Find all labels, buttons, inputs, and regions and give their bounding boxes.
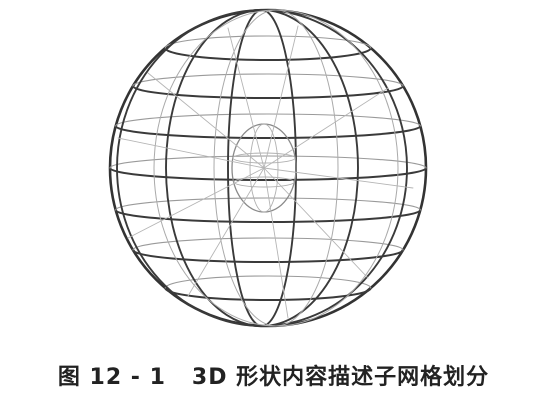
- radial-spoke: [117, 137, 265, 169]
- figure-caption: 图 12 - 1 3D 形状内容描述子网格划分: [0, 355, 547, 395]
- inner-sphere-latitude: [233, 176, 295, 188]
- radial-spoke: [263, 167, 369, 279]
- latitude-line: [131, 85, 405, 99]
- radial-spoke: [227, 27, 265, 169]
- radial-spoke: [187, 167, 265, 297]
- radial-spoke: [263, 167, 414, 189]
- wireframe-sphere: [108, 8, 428, 328]
- radial-spoke: [263, 25, 299, 169]
- radial-spoke: [263, 87, 389, 169]
- radial-spoke: [127, 167, 265, 239]
- latitude-line-back: [109, 155, 427, 169]
- latitude-line-back: [164, 35, 372, 49]
- radial-spoke: [147, 72, 265, 169]
- latitude-line: [114, 209, 422, 223]
- inner-sphere-latitude: [232, 152, 296, 164]
- latitude-line: [164, 287, 372, 301]
- latitude-line: [131, 249, 405, 263]
- figure-number: 图 12 - 1: [57, 365, 166, 390]
- meridian-line-back: [153, 9, 399, 327]
- latitude-line-back: [115, 113, 421, 127]
- latitude-line-back: [132, 73, 404, 87]
- meridian-line: [116, 9, 408, 327]
- latitude-line: [114, 125, 422, 139]
- sphere-grid-figure: [108, 8, 428, 328]
- latitude-line-back: [115, 197, 421, 211]
- radial-spoke: [263, 167, 289, 319]
- latitude-line-back: [132, 237, 404, 251]
- latitude-line: [109, 167, 427, 181]
- figure-title: 3D 形状内容描述子网格划分: [191, 365, 490, 390]
- inner-sphere-meridian: [249, 123, 279, 213]
